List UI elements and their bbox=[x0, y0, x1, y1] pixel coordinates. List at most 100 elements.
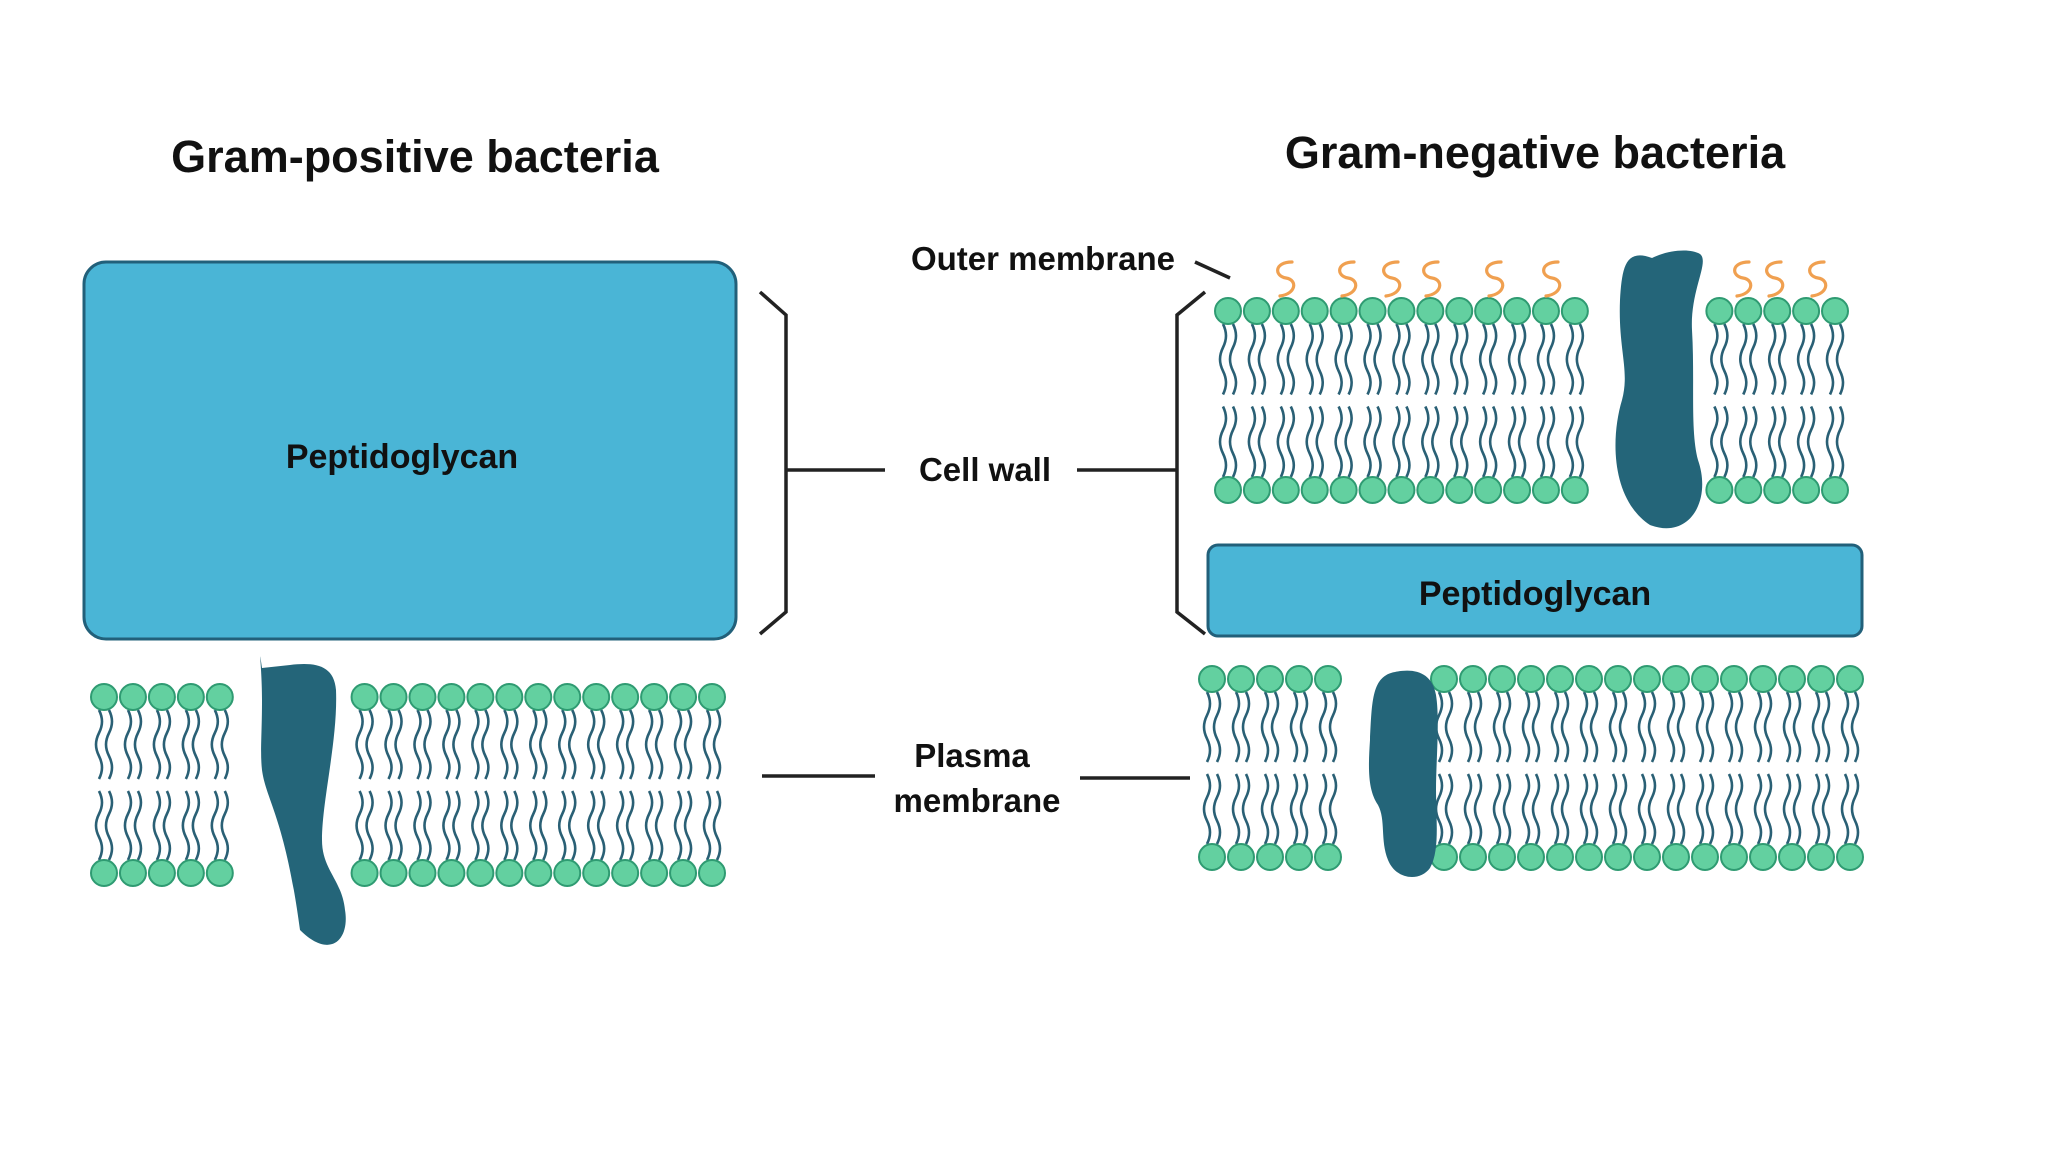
lipopolysaccharide-chains bbox=[1276, 260, 1828, 298]
lipid-head bbox=[379, 683, 408, 711]
lipid-tail bbox=[1550, 773, 1560, 845]
lipid-head bbox=[408, 683, 437, 711]
lipid-tail bbox=[1565, 405, 1575, 478]
lipopolysaccharide-icon bbox=[1485, 260, 1505, 298]
lipid-tail bbox=[1705, 691, 1715, 763]
lipid-tail bbox=[1811, 773, 1821, 845]
lipid-head bbox=[1474, 297, 1503, 325]
lipid-tail bbox=[1492, 773, 1502, 845]
gram-negative-plasma-membrane bbox=[1198, 665, 1864, 871]
lipid-tail bbox=[1305, 323, 1315, 396]
lipid-head bbox=[1445, 476, 1474, 504]
lipid-head bbox=[437, 859, 466, 887]
lipid-head bbox=[1358, 476, 1387, 504]
phospholipid bbox=[90, 683, 118, 887]
lipid-head bbox=[1358, 297, 1387, 325]
lipid-head bbox=[640, 859, 669, 887]
phospholipid bbox=[1734, 297, 1763, 504]
lipid-head bbox=[1720, 665, 1748, 693]
lipid-tail bbox=[1695, 773, 1705, 845]
lipid-head bbox=[1256, 843, 1284, 871]
lipid-head bbox=[408, 859, 437, 887]
lipid-tail bbox=[1738, 323, 1748, 396]
phospholipid bbox=[611, 683, 640, 887]
phospholipid bbox=[1546, 665, 1574, 871]
lipid-tail bbox=[94, 709, 104, 780]
lipid-tail bbox=[1449, 405, 1459, 478]
lipid-tail bbox=[683, 709, 693, 780]
lipid-head bbox=[1503, 476, 1532, 504]
lipid-head bbox=[118, 859, 147, 887]
lipid-tail bbox=[1835, 323, 1845, 396]
lipopolysaccharide-icon bbox=[1338, 260, 1358, 298]
lipid-tail bbox=[423, 790, 432, 861]
lipid-tail bbox=[1782, 691, 1792, 763]
lipid-tail bbox=[162, 790, 172, 861]
lipid-tail bbox=[1373, 323, 1382, 396]
lipid-head bbox=[1314, 843, 1342, 871]
lipid-tail bbox=[1575, 323, 1585, 396]
lipid-tail bbox=[1286, 405, 1296, 478]
lipid-tail bbox=[1608, 691, 1618, 763]
lipid-head bbox=[1214, 476, 1242, 504]
lipid-tail bbox=[1328, 691, 1338, 763]
phospholipid bbox=[1836, 665, 1864, 871]
lipid-tail bbox=[1305, 405, 1315, 478]
lipid-tail bbox=[210, 709, 220, 780]
lipid-tail bbox=[596, 790, 606, 861]
lipid-tail bbox=[133, 790, 143, 861]
lipid-tail bbox=[1777, 323, 1787, 396]
lipid-head bbox=[176, 859, 205, 887]
lipid-tail bbox=[596, 709, 606, 780]
lipid-tail bbox=[452, 709, 461, 780]
lipid-tail bbox=[1840, 773, 1850, 845]
lipid-tail bbox=[471, 790, 480, 861]
lipid-tail bbox=[586, 709, 596, 780]
lipid-head bbox=[1198, 665, 1226, 693]
lipid-tail bbox=[1241, 773, 1251, 845]
lipid-tail bbox=[1850, 773, 1860, 845]
lipid-head bbox=[1778, 665, 1806, 693]
lipid-tail bbox=[365, 790, 374, 861]
peptidoglycan-label-negative: Peptidoglycan bbox=[1419, 575, 1651, 613]
lipid-tail bbox=[1231, 773, 1241, 845]
lipid-tail bbox=[423, 709, 432, 780]
lipid-tail bbox=[384, 709, 393, 780]
lipid-tail bbox=[625, 790, 635, 861]
lipid-head bbox=[90, 683, 118, 711]
lipid-head bbox=[1285, 843, 1313, 871]
lipid-head bbox=[1488, 665, 1516, 693]
lipid-tail bbox=[481, 790, 490, 861]
phospholipid bbox=[1285, 665, 1313, 871]
lipid-tail bbox=[1502, 691, 1512, 763]
lipid-head bbox=[1734, 476, 1763, 504]
lipid-head bbox=[1763, 476, 1792, 504]
lipid-tail bbox=[1763, 773, 1773, 845]
phospholipid bbox=[1749, 665, 1777, 871]
lipid-tail bbox=[1589, 773, 1599, 845]
lipid-tail bbox=[1463, 773, 1473, 845]
lipid-head bbox=[1604, 665, 1632, 693]
lipid-tail bbox=[673, 709, 683, 780]
lipid-tail bbox=[191, 709, 201, 780]
lipid-tail bbox=[538, 709, 548, 780]
lipid-head bbox=[1198, 843, 1226, 871]
lipid-head bbox=[1749, 665, 1777, 693]
lipid-tail bbox=[152, 709, 162, 780]
lipid-tail bbox=[1724, 691, 1734, 763]
lipid-tail bbox=[1247, 405, 1257, 478]
lipid-head bbox=[1227, 843, 1255, 871]
lipid-tail bbox=[615, 790, 625, 861]
lipid-tail bbox=[567, 709, 577, 780]
lipid-tail bbox=[1421, 405, 1430, 478]
lipid-head bbox=[698, 683, 726, 711]
lipid-head bbox=[1575, 665, 1603, 693]
lipid-tail bbox=[1835, 405, 1845, 478]
lipid-head bbox=[495, 859, 524, 887]
lipid-tail bbox=[1536, 323, 1546, 396]
lipid-tail bbox=[1444, 691, 1454, 763]
phospholipid bbox=[1227, 665, 1255, 871]
lipid-tail bbox=[1363, 323, 1372, 396]
lipid-head bbox=[1285, 665, 1313, 693]
lipid-tail bbox=[1720, 323, 1729, 396]
